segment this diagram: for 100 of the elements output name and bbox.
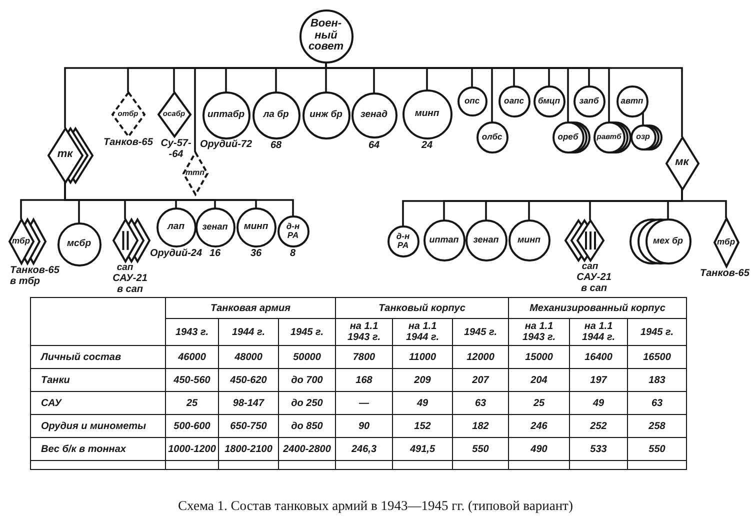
table-value: 650-750 [230,420,267,432]
unit-circle: запб [572,84,606,118]
quantity-label: 64 [368,140,380,151]
table-value: до 700 [291,374,323,386]
table-value: 491,5 [410,444,436,454]
table-value: 168 [356,374,372,386]
row-label: Личный состав [41,352,121,362]
unit-circle: опс [456,86,488,116]
column-header: 1944 г. [232,326,265,338]
unit-circle: ла бр [252,90,300,140]
quantity-label: 24 [422,140,433,151]
column-header: 1945 г. [464,326,497,338]
unit-circle: минп [402,88,452,140]
table-value: 183 [648,374,666,386]
unit-circle: мсбр [56,222,102,266]
quantity-label: 36 [250,248,262,259]
row-label: САУ [41,398,62,408]
unit-circle: лап [156,206,196,248]
table-value: 63 [474,398,486,408]
connector-line [681,189,727,218]
table-value: 16500 [643,352,671,362]
dashed-diamond: ттп [182,150,208,196]
column-group-header: Танковая армия [210,302,290,314]
row-label: Танки [41,374,70,386]
quantity-label: 68 [270,140,282,151]
unit-circle: автп [616,84,648,118]
table-value: 11000 [408,352,436,362]
table-value: до 850 [291,420,323,432]
unit-circle: д-н РА [276,214,310,248]
table-value: 1000-1200 [168,444,216,454]
quantity-label: 16 [210,248,221,259]
quantity-label: 8 [290,248,296,259]
table-value: 450-620 [230,374,267,386]
table-value: 550 [648,444,666,454]
table-value: 25 [186,398,198,408]
table-value: 48000 [234,352,262,362]
table-value: 12000 [466,352,494,362]
unit-circle: олбс [476,120,508,154]
quantity-label: Орудий-24 [150,248,202,259]
table-value: 204 [530,374,548,386]
column-group-header: Механизированный корпус [530,302,666,314]
unit-circle: иптабр [202,90,250,140]
table-value: 49 [592,398,604,408]
unit-circle: зенап [194,206,236,248]
council-circle: Воен- ный совет [298,8,354,64]
quantity-label: Танков-65 в тбр [10,265,60,287]
table-value: 15000 [525,352,553,362]
column-header: на 1.1 1944 г. [580,321,616,343]
table-value: 182 [472,420,489,432]
unit-circle: бмцп [532,84,566,118]
column-header: 1943 г. [175,326,208,338]
table-value: 500-600 [174,420,210,432]
column-header: 1945 г. [290,326,324,338]
quantity-label: Танков-65 [104,137,153,148]
table-value: 490 [530,444,548,454]
table-value: 197 [590,374,607,386]
unit-circle: оапс [498,84,530,118]
table-value: 533 [590,444,607,454]
unit-circle: зенап [464,218,508,262]
table-value: 46000 [178,352,206,362]
table-value: 246 [530,420,548,432]
unit-diamond: тбр [712,216,740,268]
column-header: на 1.1 1943 г. [346,321,382,343]
table-value: до 250 [291,398,323,408]
table-value: 1800-2100 [224,444,272,454]
connector-line [642,111,644,125]
table-value: 49 [416,398,428,408]
row-label: Вес б/к в тоннах [41,444,126,454]
table-value: 25 [533,398,545,408]
column-header: 1945 г. [640,326,674,338]
table-value: 2400-2800 [283,444,331,454]
unit-circle: д-н РА [386,224,420,258]
table-value: 90 [358,420,370,432]
table-value: 98-147 [232,398,264,408]
quantity-label: Орудий-72 [200,139,252,150]
table-value: 252 [590,420,607,432]
table-value: 63 [651,398,663,408]
column-header: на 1.1 1943 г. [521,321,556,343]
table-value: 550 [472,444,489,454]
table-value: 152 [414,420,431,432]
table-value: 258 [648,420,666,432]
figure-caption: Схема 1. Состав танковых армий в 1943—1945 гг. (типовой вариант) [178,498,573,513]
table-value: — [359,398,369,408]
quantity-label: САУ-21 в сап [576,272,612,294]
table-value: 16400 [584,352,612,362]
unit-circle: минп [508,218,550,262]
quantity-label: САУ-21 в сап [112,273,148,295]
table-value: 246,3 [351,444,377,454]
row-label: Орудия и минометы [41,420,146,432]
unit-diamond: мк [664,136,700,190]
quantity-label: Танков-65 [700,268,750,279]
connector-line [64,182,294,216]
column-header: на 1.1 1944 г. [404,321,440,343]
unit-circle: инж бр [302,90,350,140]
table-value: 50000 [293,352,321,362]
table-value: 207 [472,374,489,386]
table-value: 450-560 [174,374,210,386]
table-value: 209 [414,374,431,386]
unit-circle: минп [236,206,276,248]
table-value: 7800 [352,352,376,362]
